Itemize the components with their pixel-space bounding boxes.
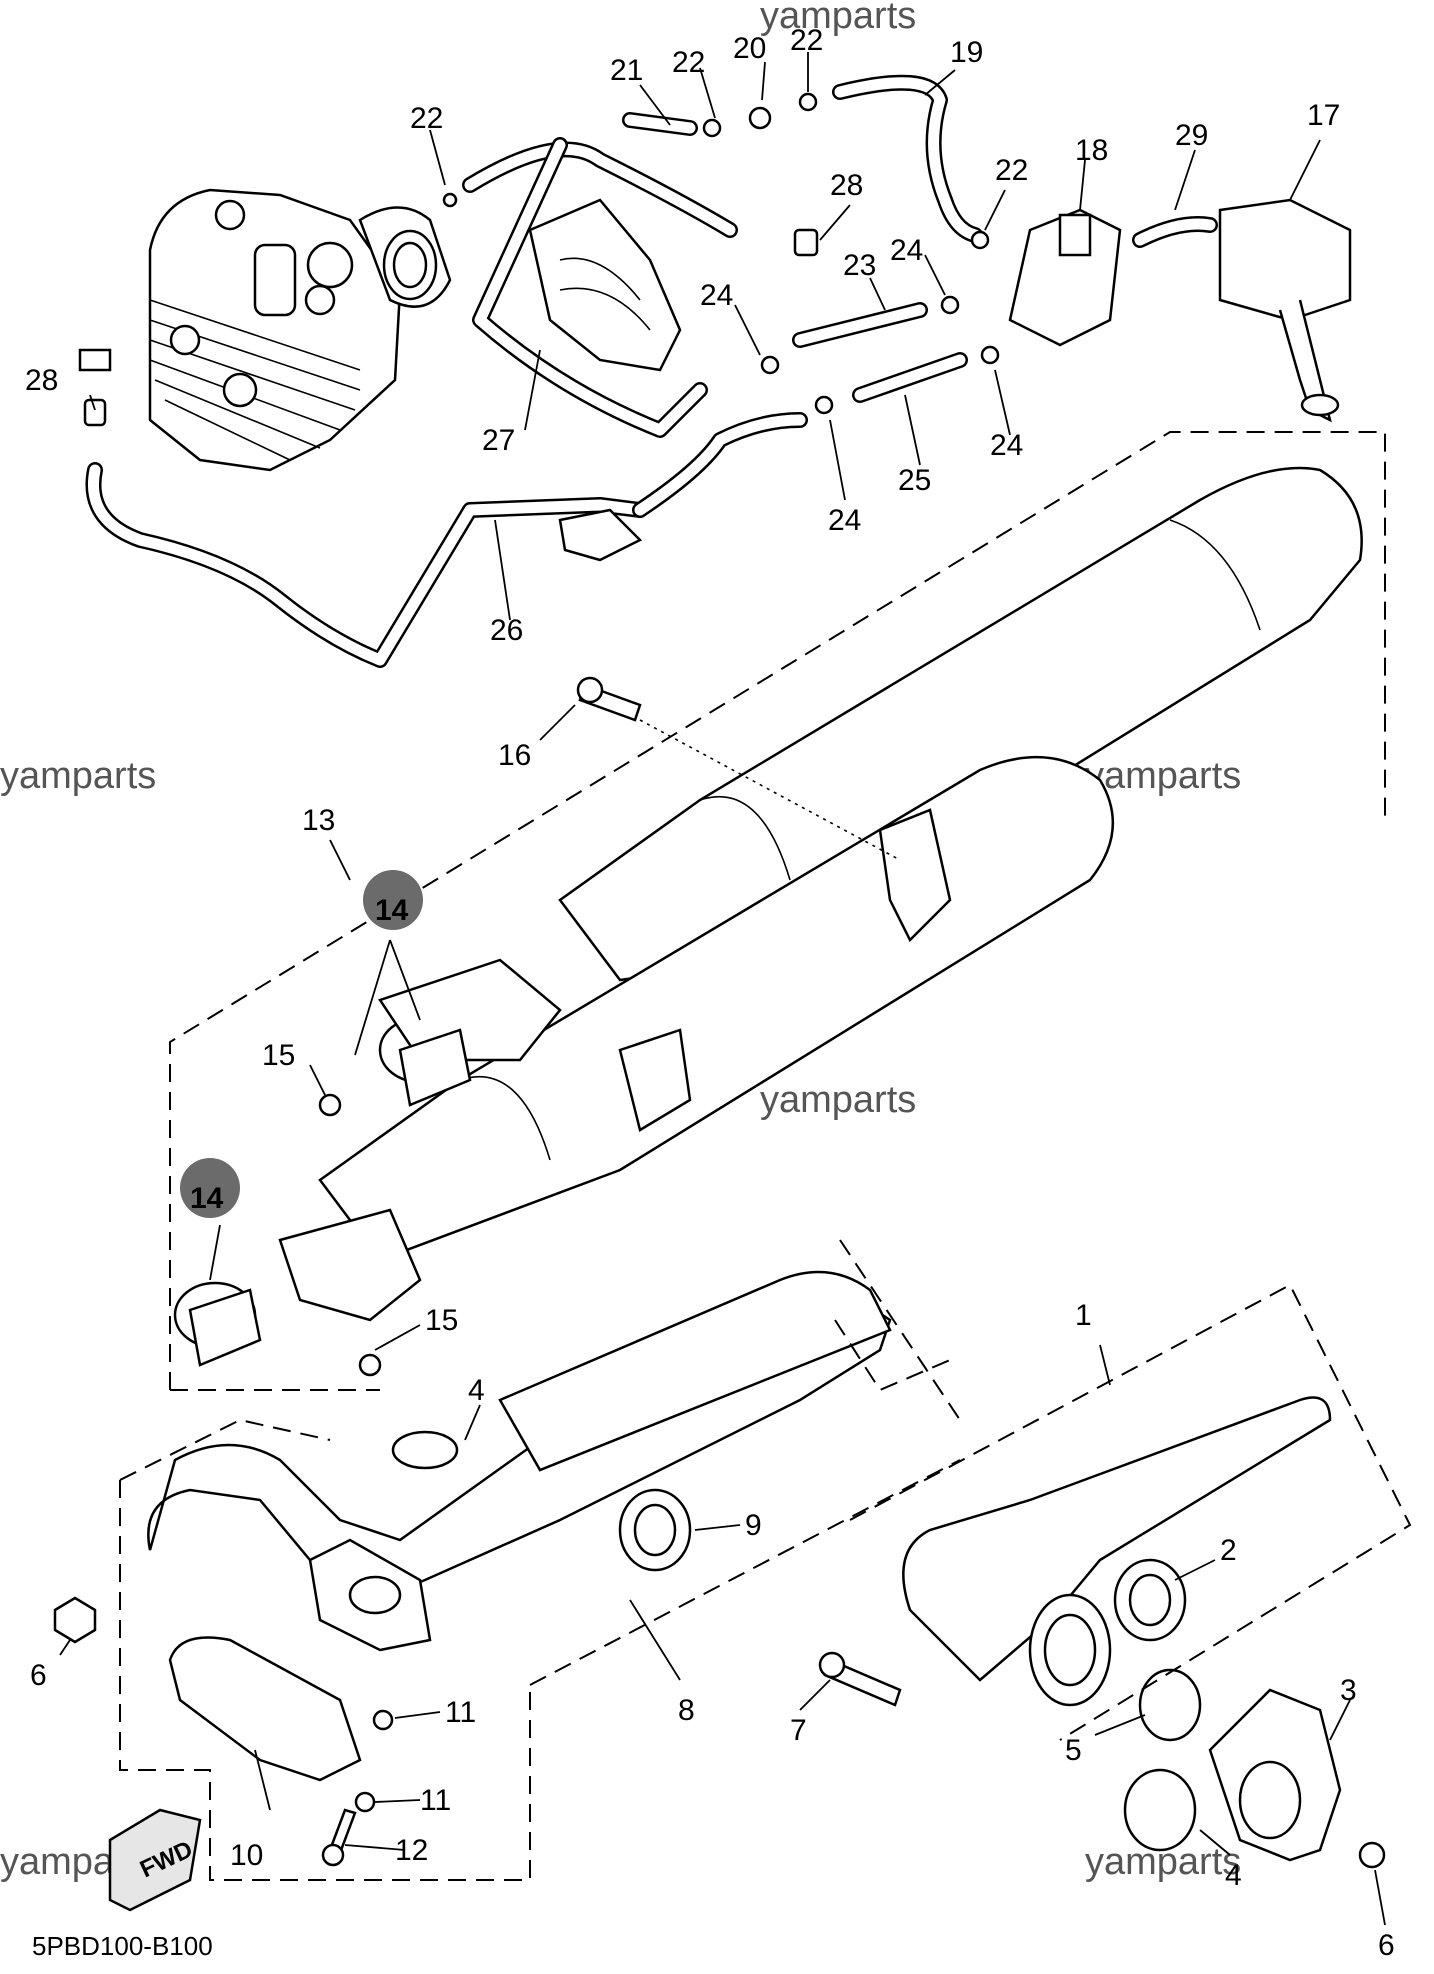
air-induction-system	[78, 74, 1352, 668]
callout[interactable]: 7	[790, 1714, 807, 1747]
callout[interactable]: 22	[995, 154, 1028, 187]
callout[interactable]: 8	[678, 1694, 695, 1727]
highlight-circle	[180, 1158, 240, 1218]
callout[interactable]: 28	[830, 169, 863, 202]
diagram-code: 5PBD100-B100	[32, 1931, 213, 1961]
muffler-assembly	[173, 466, 1363, 1377]
callout[interactable]: 24	[828, 504, 861, 537]
callout[interactable]: 21	[610, 54, 643, 87]
callout[interactable]: 29	[1175, 119, 1208, 152]
highlight-circle	[363, 870, 423, 930]
fwd-arrow-icon	[108, 1808, 202, 1912]
callout[interactable]: 19	[950, 36, 983, 69]
callout[interactable]: 15	[262, 1039, 295, 1072]
callout[interactable]: 6	[1378, 1929, 1395, 1962]
callout[interactable]: 24	[990, 429, 1023, 462]
callout[interactable]: 28	[25, 364, 58, 397]
exhaust-pipes: FWD	[53, 1270, 1386, 1912]
callout[interactable]: 24	[700, 279, 733, 312]
callout[interactable]: 13	[302, 804, 335, 837]
callouts: 1 2 3 4 4 5 6 6 7 8 9 10 11 11 12 13 14 …	[25, 24, 1395, 1962]
callout[interactable]: 3	[1340, 1674, 1357, 1707]
callout[interactable]: 11	[445, 1696, 476, 1729]
callout[interactable]: 9	[745, 1509, 762, 1542]
callout[interactable]: 23	[843, 249, 876, 282]
leader-lines	[59, 52, 1386, 1926]
callout[interactable]: 25	[898, 464, 931, 497]
watermarks: yamparts yamparts yamparts yamparts yamp…	[0, 0, 1241, 1883]
callout[interactable]: 5	[1065, 1734, 1082, 1767]
callout[interactable]: 10	[230, 1839, 263, 1872]
callout-highlighted[interactable]: 14	[190, 1182, 224, 1215]
watermark-left: yamparts	[0, 755, 156, 797]
callout[interactable]: 1	[1075, 1299, 1092, 1332]
callout[interactable]: 11	[420, 1784, 451, 1817]
callout[interactable]: 6	[30, 1659, 47, 1692]
callout[interactable]: 4	[468, 1374, 485, 1407]
engine-cylinder	[148, 188, 452, 472]
callout[interactable]: 22	[790, 24, 823, 57]
callout-highlighted[interactable]: 14	[375, 894, 409, 927]
highlight-markers	[180, 870, 423, 1218]
callout[interactable]: 17	[1307, 99, 1340, 132]
callout[interactable]: 27	[482, 424, 515, 457]
assembly-outlines	[119, 431, 1412, 1881]
watermark-top: yamparts	[760, 0, 916, 37]
callout[interactable]: 12	[395, 1834, 428, 1867]
callout[interactable]: 24	[890, 234, 923, 267]
watermark-right: yamparts	[1085, 755, 1241, 797]
callout[interactable]: 22	[672, 46, 705, 79]
callout[interactable]: 16	[498, 739, 531, 772]
callout[interactable]: 2	[1220, 1534, 1237, 1567]
callout[interactable]: 22	[410, 102, 443, 135]
callout[interactable]: 4	[1225, 1859, 1242, 1892]
callout[interactable]: 26	[490, 614, 523, 647]
callout[interactable]: 20	[733, 32, 766, 65]
callout[interactable]: 15	[425, 1304, 458, 1337]
watermark-center: yamparts	[760, 1079, 916, 1121]
callout[interactable]: 18	[1075, 134, 1108, 167]
